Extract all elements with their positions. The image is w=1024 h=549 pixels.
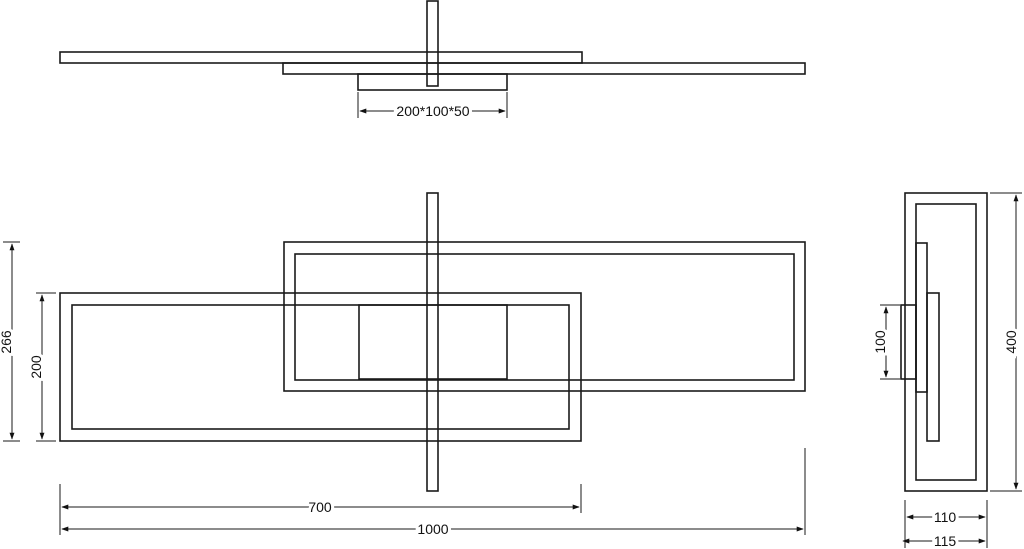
dim266-label: 266: [0, 330, 14, 354]
side-outer-frame: [904, 192, 988, 492]
side-panel-left: [915, 242, 928, 393]
dim1000-label: 1000: [417, 521, 448, 537]
right-frame-outer: [283, 241, 806, 392]
dim100-label: 100: [872, 330, 888, 354]
front-vertical-bar: [426, 192, 439, 492]
left-frame-outer: [59, 292, 582, 442]
base-size-label: 200*100*50: [396, 103, 469, 119]
top-bar-left: [59, 51, 583, 64]
dim115-label: 115: [934, 533, 957, 549]
dim200-label: 200: [28, 355, 44, 379]
top-base-plate: [357, 73, 508, 91]
side-panel-right: [926, 292, 940, 442]
dim110-label: 110: [934, 509, 957, 525]
right-frame-inner: [294, 253, 795, 381]
side-view: 100 400 110 115: [869, 192, 1022, 549]
side-inner-frame: [915, 203, 977, 481]
side-base-block: [900, 304, 917, 380]
left-frame-inner: [71, 304, 570, 430]
top-view: 200*100*50: [59, 0, 806, 122]
top-vertical-bar: [426, 0, 439, 87]
dim400-label: 400: [1003, 330, 1019, 354]
front-view: 266 200 700 1000: [0, 192, 806, 540]
center-base-box: [358, 304, 508, 380]
dim700-label: 700: [308, 499, 332, 515]
top-bar-right: [282, 62, 806, 75]
